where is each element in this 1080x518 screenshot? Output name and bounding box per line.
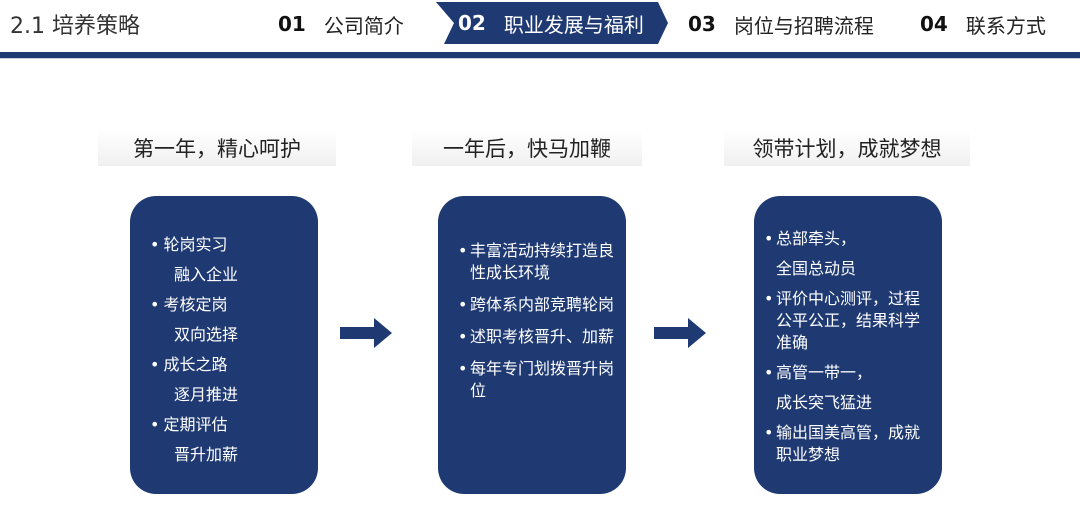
bullet: • [458, 295, 468, 314]
item-main: 定期评估 [163, 415, 228, 434]
column-title-leadership-plan: 领带计划，成就梦想 [724, 130, 970, 166]
nav-tab-company-intro[interactable]: 01 公司简介 [278, 8, 404, 40]
bullet: • [458, 241, 468, 260]
bullet: • [764, 423, 774, 442]
item-sub: 逐月推进 [174, 385, 239, 404]
header-divider [0, 52, 1080, 58]
item-main: 跨体系内部竞聘轮岗 [470, 295, 615, 314]
list-item: •总部牵头， 全国总动员 [764, 228, 932, 280]
nav-label: 联系方式 [965, 13, 1046, 38]
bullet: • [764, 363, 774, 382]
card-after-first-year: •丰富活动持续打造良性成长环境 •跨体系内部竞聘轮岗 •述职考核晋升、加薪 •每… [438, 196, 626, 494]
list-item: •高管一带一， 成长突飞猛进 [764, 362, 932, 414]
list-item: •定期评估 晋升加薪 [150, 414, 318, 466]
bullet: • [150, 355, 160, 374]
list-item: •输出国美高管，成就职业梦想 [764, 422, 932, 466]
item-main: 考核定岗 [163, 295, 228, 314]
bullet: • [458, 327, 468, 346]
item-main: 输出国美高管，成就职业梦想 [776, 423, 921, 464]
section-title: 2.1 培养策略 [10, 14, 140, 39]
bullet: • [150, 295, 160, 314]
header-divider-shadow [0, 58, 1080, 59]
list-item: •考核定岗 双向选择 [150, 294, 318, 346]
nav-number: 04 [920, 12, 948, 36]
item-sub: 双向选择 [174, 325, 239, 344]
bullet: • [150, 415, 160, 434]
bullet: • [764, 289, 774, 308]
item-main: 成长之路 [163, 355, 228, 374]
nav-tab-contact[interactable]: 04 联系方式 [920, 8, 1046, 40]
item-main: 轮岗实习 [163, 235, 228, 254]
right-arrow-icon [340, 318, 392, 348]
item-main: 每年专门划拨晋升岗位 [470, 359, 615, 400]
list-item: •跨体系内部竞聘轮岗 [458, 294, 614, 316]
card-leadership-plan: •总部牵头， 全国总动员 •评价中心测评，过程公平公正，结果科学准确 •高管一带… [754, 196, 942, 494]
nav-label: 公司简介 [323, 13, 404, 38]
column-title-after-first-year: 一年后，快马加鞭 [412, 130, 642, 166]
list-item: •丰富活动持续打造良性成长环境 [458, 240, 614, 284]
column-title-first-year: 第一年，精心呵护 [98, 130, 336, 166]
item-main: 总部牵头， [776, 229, 857, 248]
item-sub: 晋升加薪 [174, 445, 239, 464]
list-item: •述职考核晋升、加薪 [458, 326, 614, 348]
nav-number: 03 [688, 12, 716, 36]
nav-label: 职业发展与福利 [503, 12, 644, 37]
card-list: •总部牵头， 全国总动员 •评价中心测评，过程公平公正，结果科学准确 •高管一带… [764, 228, 932, 466]
item-sub: 全国总动员 [776, 259, 857, 278]
item-main: 评价中心测评，过程公平公正，结果科学准确 [776, 289, 921, 352]
header-bar: 2.1 培养策略 01 公司简介 02 职业发展与福利 03 岗位与招聘流程 0… [0, 0, 1080, 46]
list-item: •轮岗实习 融入企业 [150, 234, 318, 286]
item-main: 高管一带一， [776, 363, 873, 382]
card-list: •轮岗实习 融入企业 •考核定岗 双向选择 •成长之路 逐月推进 •定期评估 晋… [150, 234, 318, 466]
card-first-year: •轮岗实习 融入企业 •考核定岗 双向选择 •成长之路 逐月推进 •定期评估 晋… [130, 196, 318, 494]
item-sub: 成长突飞猛进 [776, 393, 873, 412]
active-tab-background [436, 2, 668, 44]
nav-label: 岗位与招聘流程 [733, 13, 874, 38]
bullet: • [150, 235, 160, 254]
card-list: •丰富活动持续打造良性成长环境 •跨体系内部竞聘轮岗 •述职考核晋升、加薪 •每… [458, 240, 614, 402]
nav-number: 01 [278, 12, 306, 36]
list-item: •每年专门划拨晋升岗位 [458, 358, 614, 402]
nav-number: 02 [458, 11, 486, 35]
nav-tab-career-benefits[interactable]: 02 职业发展与福利 [436, 2, 668, 44]
right-arrow-icon [654, 318, 706, 348]
item-sub: 融入企业 [174, 265, 239, 284]
list-item: •评价中心测评，过程公平公正，结果科学准确 [764, 288, 932, 354]
nav-tab-jobs-recruiting[interactable]: 03 岗位与招聘流程 [688, 8, 874, 40]
item-main: 丰富活动持续打造良性成长环境 [470, 241, 615, 282]
bullet: • [458, 359, 468, 378]
item-main: 述职考核晋升、加薪 [470, 327, 615, 346]
list-item: •成长之路 逐月推进 [150, 354, 318, 406]
bullet: • [764, 229, 774, 248]
